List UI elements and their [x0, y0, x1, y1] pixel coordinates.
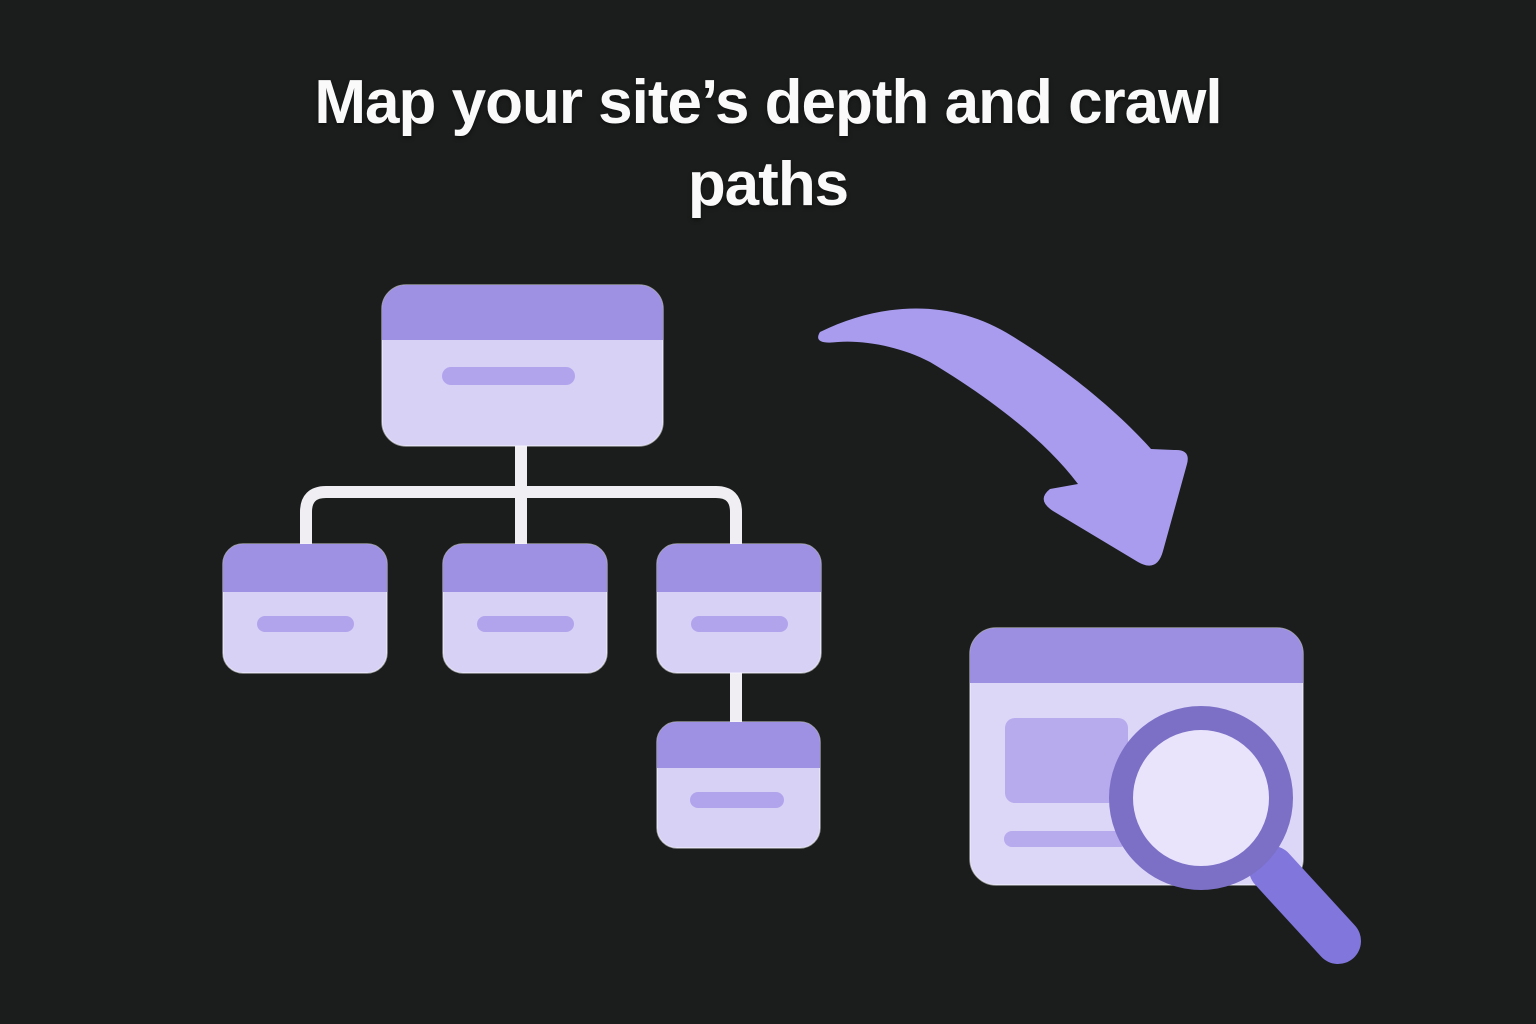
root-node-text-line: [442, 367, 575, 385]
browser-content-block: [1005, 718, 1128, 803]
child-node-1-header-bar: [223, 544, 387, 592]
child-node-3-header-bar: [657, 544, 821, 592]
browser-text-line: [1004, 831, 1128, 847]
curved-arrow-icon: [818, 308, 1188, 566]
sitemap-root-node: [381, 284, 664, 447]
grandchild-node-header-bar: [657, 722, 820, 768]
page-title: Map your site’s depth and crawl paths: [0, 62, 1536, 226]
browser-title-bar: [970, 628, 1303, 683]
grandchild-node-text-line: [690, 792, 784, 808]
page-title-line-2: paths: [687, 149, 849, 219]
magnifier-lens: [1109, 706, 1293, 890]
magnifier-handle: [1249, 846, 1361, 964]
sitemap-connector-lines: [300, 440, 742, 728]
sitemap-child-node-3: [656, 543, 822, 674]
child-node-2-text-line: [477, 616, 574, 632]
sitemap-child-node-2: [442, 543, 608, 674]
root-node-header-bar: [382, 285, 663, 340]
child-node-2-header-bar: [443, 544, 607, 592]
sitemap-grandchild-node: [656, 721, 821, 849]
page-title-line-1: Map your site’s depth and crawl: [314, 68, 1222, 137]
sitemap-child-node-1: [222, 543, 388, 674]
magnifier-icon: [1109, 706, 1361, 964]
child-node-1-text-line: [257, 616, 354, 632]
child-node-3-text-line: [691, 616, 788, 632]
connector-horizontal-bar: [300, 486, 742, 548]
